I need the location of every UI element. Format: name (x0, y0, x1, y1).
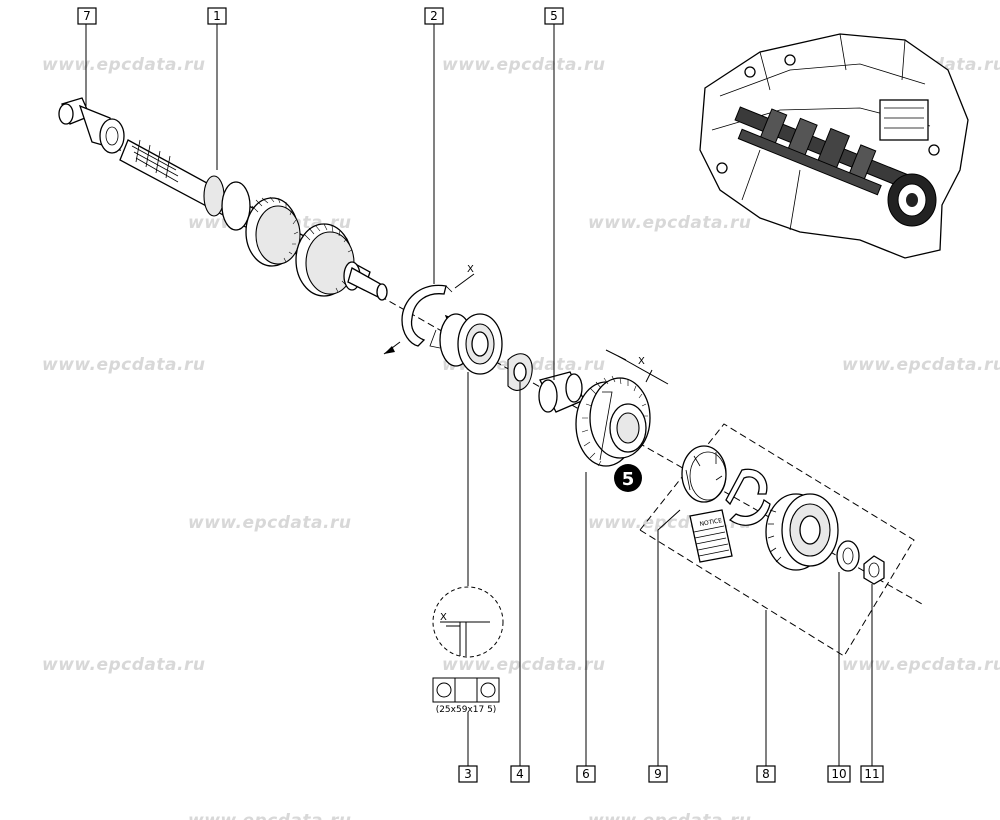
watermark: www.epcdata.ru (588, 811, 751, 820)
dimension-x-label: X (440, 612, 447, 623)
gear-large-2 (295, 223, 355, 297)
gear-dimension: X (605, 349, 669, 385)
gear-large-1 (245, 196, 301, 267)
callout-4-label: 4 (516, 767, 524, 781)
callout-11[interactable]: 11 (860, 765, 884, 783)
callout-10-label: 10 (831, 767, 846, 781)
watermark: www.epcdata.ru (42, 55, 205, 75)
part-7-bush (58, 97, 125, 154)
callout-1[interactable]: 1 (207, 7, 227, 25)
part-10-washer (836, 540, 860, 572)
synchro-springs (725, 468, 771, 526)
step-marker: 5 (614, 464, 642, 492)
callout-5[interactable]: 5 (544, 7, 564, 25)
callout-1-label: 1 (213, 9, 221, 23)
callout-7[interactable]: 7 (77, 7, 97, 25)
watermark: www.epcdata.ru (42, 655, 205, 675)
part-4-thrust-washer (507, 353, 533, 391)
dimension-x-label: X (638, 356, 645, 367)
callout-9[interactable]: 9 (648, 765, 668, 783)
part-2-circlip (401, 284, 453, 347)
callout-8[interactable]: 8 (756, 765, 776, 783)
callout-10[interactable]: 10 (827, 765, 851, 783)
watermark: www.epcdata.ru (42, 355, 205, 375)
part-5-needle-bush (538, 371, 585, 413)
callout-3-label: 3 (464, 767, 472, 781)
circlip-dimension: X (383, 264, 475, 355)
watermark: www.epcdata.ru (442, 55, 605, 75)
callout-5-label: 5 (550, 9, 558, 23)
watermark: www.epcdata.ru (842, 355, 1000, 375)
watermark: www.epcdata.ru (442, 655, 605, 675)
part-11-nut (863, 555, 885, 585)
callout-6[interactable]: 6 (576, 765, 596, 783)
callout-4[interactable]: 4 (510, 765, 530, 783)
bearing-detail-inset: X (432, 586, 504, 658)
watermark: www.epcdata.ru (588, 213, 751, 233)
bearing-size-label: (25x59x17 5) (436, 705, 497, 715)
step-marker-number: 5 (622, 469, 635, 490)
gearbox-overview-illustration (699, 33, 969, 259)
dimension-x-label: X (467, 264, 474, 275)
watermark: www.epcdata.ru (188, 811, 351, 820)
notice-leaflet: NOTICE (689, 509, 733, 563)
bearing-cross-section: (25x59x17 5) (432, 677, 500, 715)
callout-6-label: 6 (582, 767, 590, 781)
leader-lines (85, 24, 873, 766)
part-9-synchro-ring (681, 445, 727, 503)
callout-11-label: 11 (864, 767, 879, 781)
callout-8-label: 8 (762, 767, 770, 781)
watermark: www.epcdata.ru (188, 513, 351, 533)
callout-2[interactable]: 2 (424, 7, 444, 25)
notice-title: NOTICE (699, 517, 723, 528)
callout-9-label: 9 (654, 767, 662, 781)
callout-7-label: 7 (83, 9, 91, 23)
part-6-fifth-gear (575, 375, 651, 467)
part-1-main-shaft (119, 139, 388, 301)
callout-2-label: 2 (430, 9, 438, 23)
watermark: www.epcdata.ru (842, 655, 1000, 675)
callout-3[interactable]: 3 (458, 765, 478, 783)
synchro-hub (765, 493, 839, 571)
part-3-ball-bearing (429, 313, 503, 375)
